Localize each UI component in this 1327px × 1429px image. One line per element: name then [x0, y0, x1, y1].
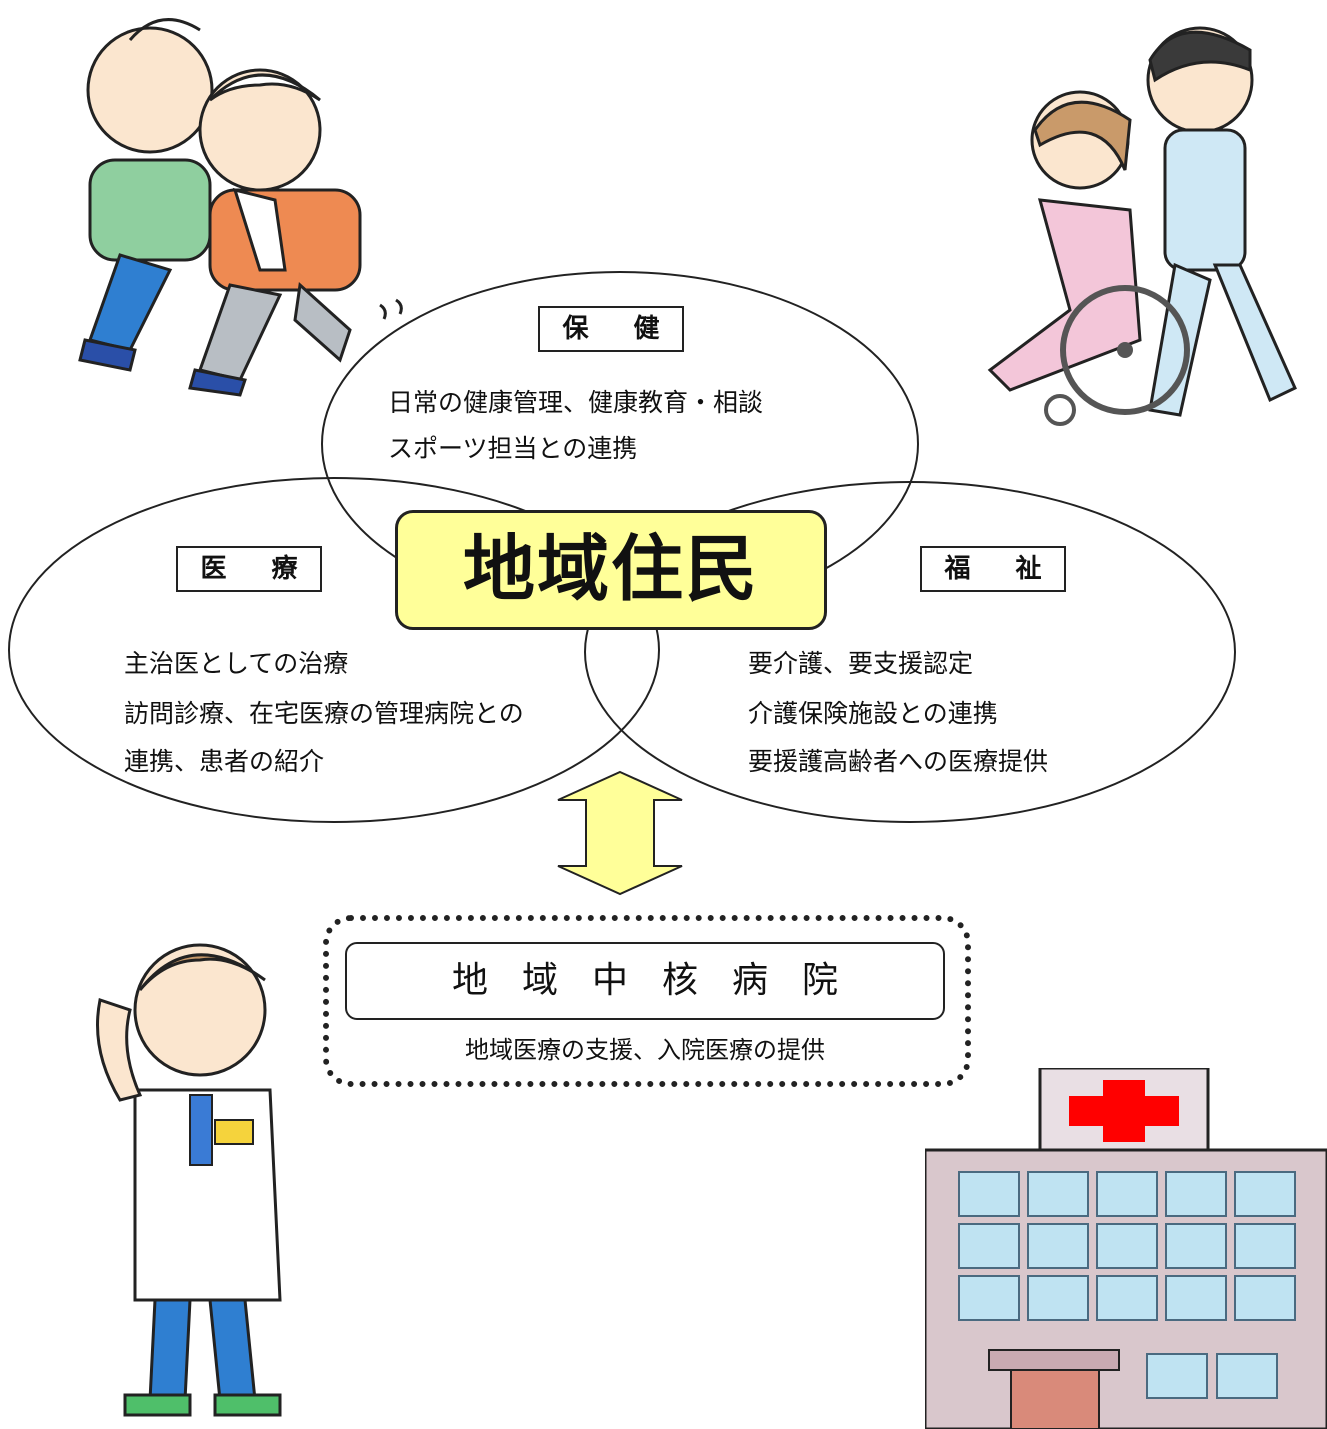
health-line-1: 日常の健康管理、健康教育・相談: [388, 388, 764, 417]
welfare-line-3: 要援護高齢者への医療提供: [748, 747, 1049, 776]
hospital-title-box: 地域中核病院: [345, 942, 945, 1020]
hospital-building-illustration: [925, 1068, 1327, 1429]
doctor-illustration: [96, 943, 282, 1417]
medical-label: 医 療: [176, 546, 322, 592]
medical-line-3: 連携、患者の紹介: [124, 747, 325, 776]
welfare-line-1: 要介護、要支援認定: [748, 649, 974, 678]
center-box: 地域住民: [395, 510, 827, 630]
elderly-walkers-illustration: [78, 18, 403, 397]
hospital-title: 地域中核病院: [451, 960, 872, 1001]
health-line-2: スポーツ担当との連携: [388, 434, 638, 463]
welfare-label: 福 祉: [920, 546, 1066, 592]
hospital-subtitle: 地域医療の支援、入院医療の提供: [465, 1036, 825, 1064]
health-label: 保 健: [538, 306, 684, 352]
medical-line-1: 主治医としての治療: [124, 649, 349, 678]
welfare-ellipse: [584, 481, 1236, 823]
center-title: 地域住民: [462, 527, 759, 611]
medical-ellipse: [8, 477, 660, 823]
medical-line-2: 訪問診療、在宅医療の管理病院との: [124, 699, 524, 728]
wheelchair-nurse-illustration: [987, 26, 1297, 426]
welfare-line-2: 介護保険施設との連携: [748, 699, 998, 728]
hospital-dotted-frame: [323, 915, 971, 1087]
double-arrow-icon: [557, 770, 683, 896]
